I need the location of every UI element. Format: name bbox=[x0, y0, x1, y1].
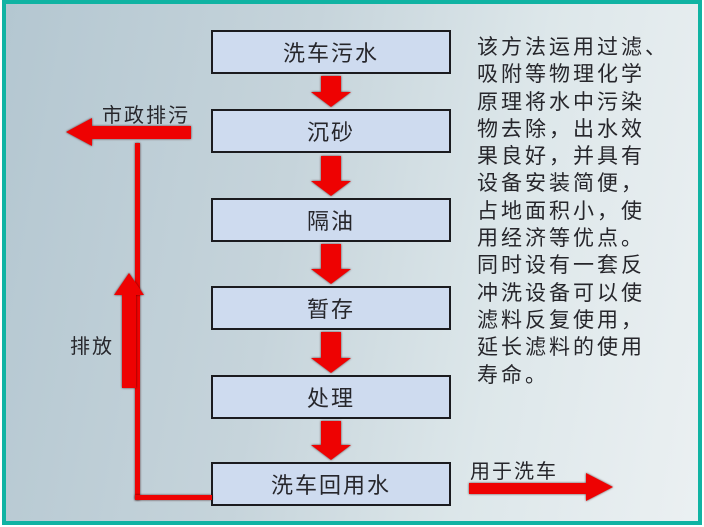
connector-line-vertical bbox=[135, 143, 140, 500]
down-arrow-icon bbox=[311, 244, 351, 284]
arrow-shaft bbox=[321, 76, 341, 92]
flow-box-label: 暂存 bbox=[306, 298, 355, 323]
arrow-shaft bbox=[321, 156, 341, 181]
municipal-discharge-label: 市政排污 bbox=[102, 103, 190, 127]
arrow-head bbox=[311, 269, 351, 284]
arrow-shaft bbox=[321, 332, 341, 358]
flow-box-temporary-storage: 暂存 bbox=[211, 286, 451, 330]
up-arrow-icon bbox=[114, 273, 144, 388]
flow-box-label: 隔油 bbox=[306, 210, 355, 235]
reuse-output-label: 用于洗车 bbox=[470, 459, 558, 483]
right-arrow-icon bbox=[469, 473, 613, 502]
flow-box-grit-settling: 沉砂 bbox=[211, 109, 451, 153]
left-arrow-icon bbox=[66, 118, 191, 146]
arrow-shaft bbox=[321, 244, 341, 269]
arrow-head bbox=[311, 181, 351, 196]
arrow-head bbox=[311, 445, 351, 460]
arrow-head bbox=[114, 273, 144, 295]
flow-box-treatment: 处理 bbox=[211, 375, 451, 419]
description-text: 该方法运用过滤、 吸附等物理化学 原理将水中污染 物去除，出水效 果良好，并具有… bbox=[477, 35, 669, 387]
discharge-label: 排放 bbox=[70, 334, 114, 358]
arrow-shaft bbox=[122, 294, 136, 388]
connector-line-horizontal bbox=[135, 495, 212, 500]
flow-box-label: 洗车回用水 bbox=[270, 474, 391, 499]
flow-box-oil-separation: 隔油 bbox=[211, 198, 451, 242]
flow-box-car-wash-wastewater: 洗车污水 bbox=[211, 30, 451, 74]
arrow-head bbox=[311, 92, 351, 107]
down-arrow-icon bbox=[311, 156, 351, 196]
arrow-head bbox=[586, 473, 613, 501]
down-arrow-icon bbox=[311, 76, 351, 107]
arrow-shaft bbox=[469, 483, 587, 494]
flow-box-label: 处理 bbox=[306, 387, 355, 412]
arrow-shaft bbox=[321, 421, 341, 445]
arrow-head bbox=[311, 358, 351, 373]
arrow-shaft bbox=[91, 126, 191, 139]
down-arrow-icon bbox=[311, 421, 351, 460]
down-arrow-icon bbox=[311, 332, 351, 373]
flow-box-label: 洗车污水 bbox=[282, 42, 379, 67]
flow-box-label: 沉砂 bbox=[306, 121, 355, 146]
arrow-head bbox=[66, 118, 92, 146]
flow-box-reuse-water: 洗车回用水 bbox=[211, 462, 451, 506]
